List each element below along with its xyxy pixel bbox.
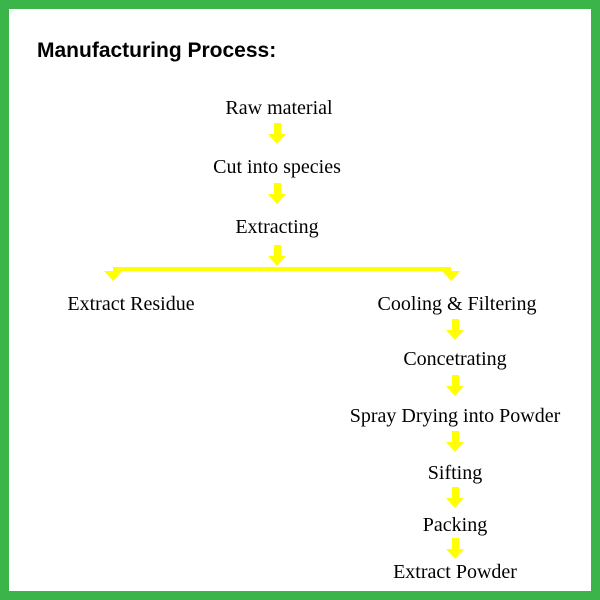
down-arrow-icon bbox=[268, 183, 286, 204]
down-arrowhead-icon bbox=[104, 271, 122, 281]
down-arrow-icon bbox=[446, 375, 464, 396]
down-arrow-icon bbox=[446, 431, 464, 452]
down-arrow-icon bbox=[268, 245, 286, 266]
flow-step-cut-into-species: Cut into species bbox=[213, 156, 341, 178]
flow-step-extracting: Extracting bbox=[235, 216, 319, 238]
down-arrow-icon bbox=[446, 319, 464, 340]
flow-step-spray-drying: Spray Drying into Powder bbox=[349, 405, 561, 427]
flow-step-raw-material: Raw material bbox=[225, 97, 333, 119]
flow-step-extract-powder: Extract Powder bbox=[393, 561, 517, 583]
flow-step-extract-residue: Extract Residue bbox=[67, 293, 195, 315]
down-arrow-icon bbox=[446, 487, 464, 508]
down-arrow-icon bbox=[268, 123, 286, 144]
branch-line bbox=[113, 267, 451, 271]
flow-step-sifting: Sifting bbox=[427, 462, 483, 484]
flow-step-cooling-filtering: Cooling & Filtering bbox=[377, 293, 537, 315]
down-arrow-icon bbox=[446, 538, 464, 559]
down-arrowhead-icon bbox=[442, 271, 460, 281]
flow-step-packing: Packing bbox=[422, 514, 488, 536]
flow-step-concetrating: Concetrating bbox=[403, 348, 507, 370]
page-title: Manufacturing Process: bbox=[37, 39, 277, 62]
